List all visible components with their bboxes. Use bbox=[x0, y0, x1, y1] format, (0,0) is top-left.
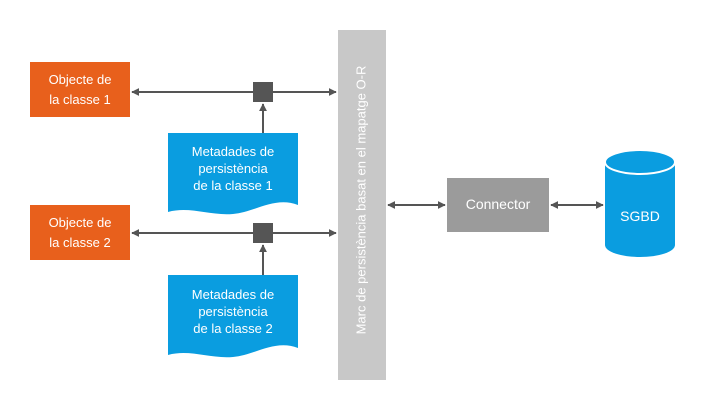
class-2-object: Objecte de la classe 2 bbox=[30, 205, 130, 260]
meta-2-line-3: de la classe 2 bbox=[193, 321, 273, 336]
meta-2-line-1: Metadades de bbox=[192, 287, 274, 302]
class-1-metadata-document: Metadades de persistència de la classe 1 bbox=[168, 133, 298, 215]
database-cylinder: SGBD bbox=[604, 149, 676, 257]
class-1-object-line-2: la classe 1 bbox=[49, 92, 110, 107]
class-2-object-line-2: la classe 2 bbox=[49, 235, 110, 250]
database-label: SGBD bbox=[620, 208, 660, 224]
meta-1-line-3: de la classe 1 bbox=[193, 178, 273, 193]
class-2-junction bbox=[253, 223, 273, 243]
meta-1-line-1: Metadades de bbox=[192, 144, 274, 159]
framework-bar bbox=[338, 30, 386, 380]
class-1-junction bbox=[253, 82, 273, 102]
class-2-object-line-1: Objecte de bbox=[49, 215, 112, 230]
connector-label: Connector bbox=[466, 196, 531, 212]
meta-2-line-2: persistència bbox=[198, 304, 268, 319]
framework-label: Marc de persistència basat en el mapatge… bbox=[353, 66, 368, 335]
class-2-metadata-document: Metadades de persistència de la classe 2 bbox=[168, 275, 298, 358]
class-1-object: Objecte de la classe 1 bbox=[30, 62, 130, 117]
meta-1-line-2: persistència bbox=[198, 161, 268, 176]
connector-box: Connector bbox=[447, 178, 549, 232]
class-1-object-line-1: Objecte de bbox=[49, 72, 112, 87]
